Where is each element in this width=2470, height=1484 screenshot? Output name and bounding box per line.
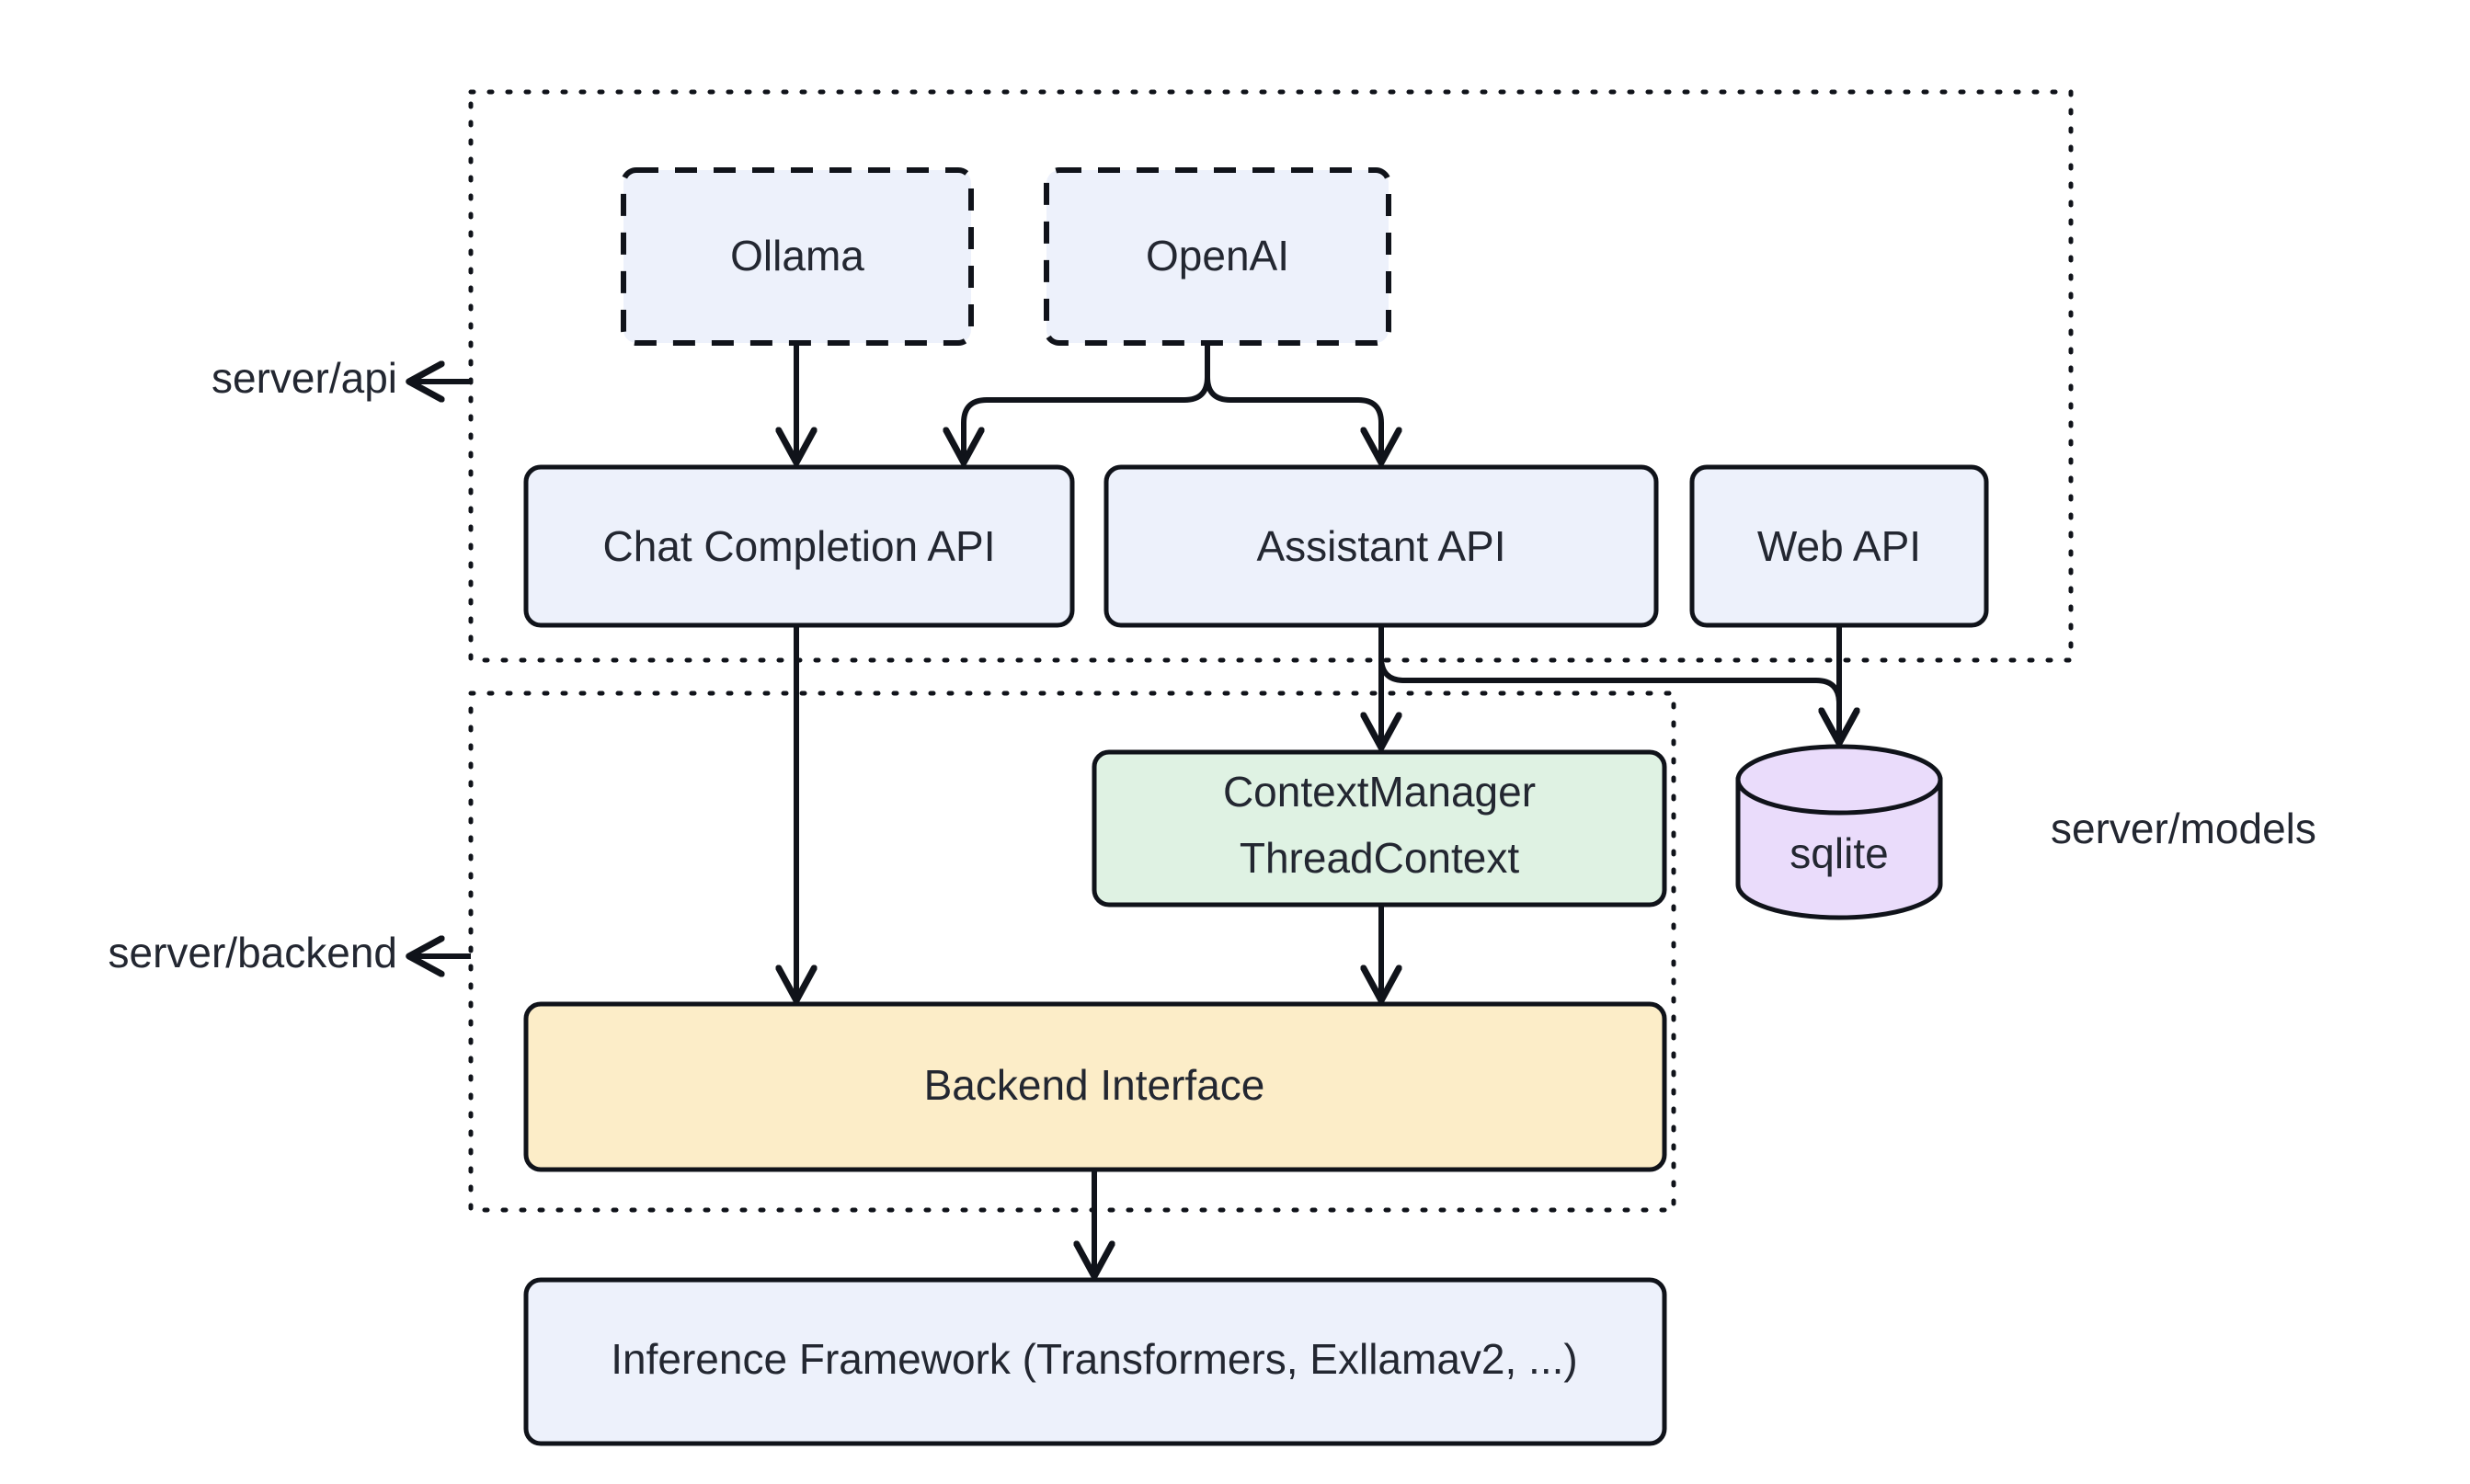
- node-assistant-api[interactable]: Assistant API: [1103, 464, 1659, 628]
- node-chat-completion-api[interactable]: Chat Completion API: [523, 464, 1075, 628]
- node-backend-interface-label: Backend Interface: [924, 1061, 1265, 1109]
- group-container-server-backend: [468, 691, 1676, 1213]
- node-inference-framework-label: Inference Framework (Transformers, Exlla…: [611, 1335, 1577, 1383]
- group-label-server-backend-text: server/backend: [109, 929, 398, 976]
- node-sqlite-label: sqlite: [1790, 829, 1888, 877]
- node-sqlite-top: [1735, 744, 1943, 816]
- node-chat-completion-api-shape: [523, 464, 1075, 628]
- node-web-api-label: Web API: [1757, 522, 1921, 570]
- group-label-server-models: server/models: [2051, 805, 2316, 852]
- node-context-manager-shape: [1092, 749, 1667, 908]
- node-ollama-label: Ollama: [730, 232, 864, 280]
- node-assistant-api-label: Assistant API: [1256, 522, 1505, 570]
- node-backend-interface[interactable]: Backend Interface: [523, 1001, 1667, 1172]
- node-context-manager-label: ContextManager: [1223, 768, 1536, 816]
- group-label-server-backend: server/backend: [109, 929, 471, 976]
- node-openai-label: OpenAI: [1146, 232, 1289, 280]
- group-label-server-models-text: server/models: [2051, 805, 2316, 852]
- node-ollama[interactable]: Ollama: [621, 167, 974, 346]
- node-inference-framework-shape: [523, 1277, 1667, 1446]
- edge-openai-to-assistant-api: [1205, 343, 1381, 460]
- node-openai-shape: [1044, 167, 1391, 346]
- node-openai[interactable]: OpenAI: [1044, 167, 1391, 346]
- node-thread-context-label: ThreadContext: [1240, 834, 1519, 882]
- node-sqlite[interactable]: sqlite: [1735, 744, 1943, 920]
- node-ollama-shape: [621, 167, 974, 346]
- group-label-server-api-text: server/api: [212, 354, 397, 402]
- node-web-api[interactable]: Web API: [1689, 464, 1989, 628]
- node-chat-completion-api-label: Chat Completion API: [602, 522, 995, 570]
- node-web-api-shape: [1689, 464, 1989, 628]
- node-inference-framework[interactable]: Inference Framework (Transformers, Exlla…: [523, 1277, 1667, 1446]
- node-assistant-api-shape: [1103, 464, 1659, 628]
- node-backend-interface-shape: [523, 1001, 1667, 1172]
- node-sqlite-body: [1735, 777, 1943, 920]
- node-context-manager[interactable]: ContextManager ThreadContext: [1092, 749, 1667, 908]
- group-label-server-api: server/api: [212, 354, 471, 402]
